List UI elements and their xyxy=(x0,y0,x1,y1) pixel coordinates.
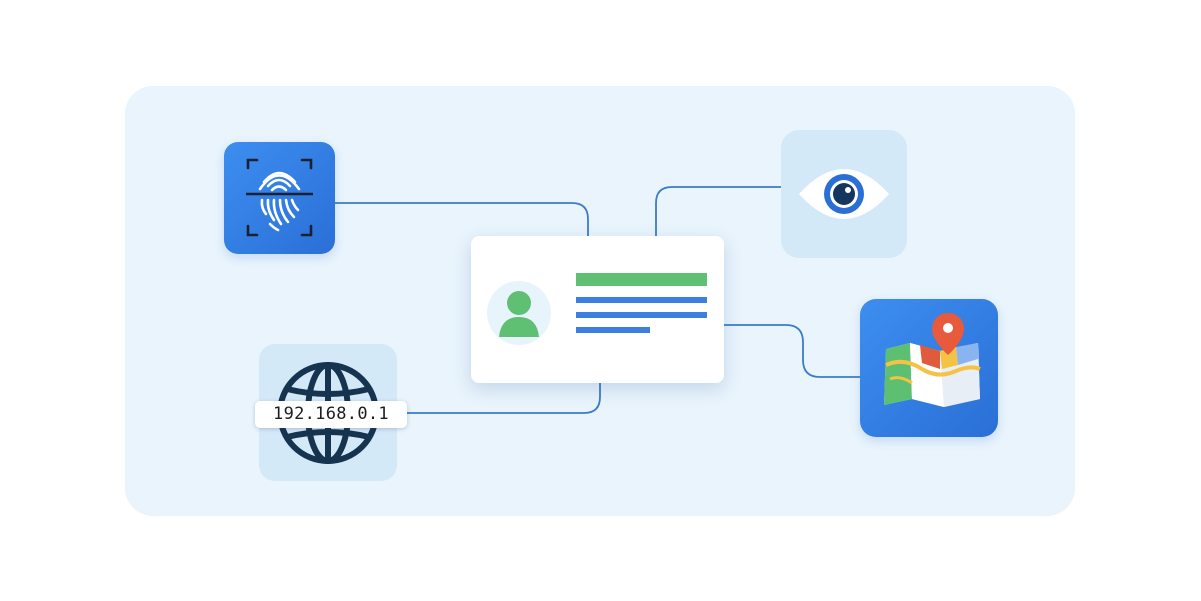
connector-card-to-map xyxy=(723,324,861,378)
user-avatar-icon xyxy=(499,291,539,337)
connector-fingerprint-to-card xyxy=(334,202,589,237)
map-icon xyxy=(884,313,981,407)
connector-globe-to-card xyxy=(396,382,601,414)
profile-name-line xyxy=(576,273,707,286)
profile-detail-line-1 xyxy=(576,297,707,303)
profile-detail-line-3 xyxy=(576,327,650,333)
map-tile xyxy=(860,299,998,437)
profile-detail-line-2 xyxy=(576,312,707,318)
fingerprint-tile xyxy=(224,142,335,254)
eye-icon xyxy=(799,169,889,219)
connector-card-to-eye xyxy=(655,186,782,237)
ip-address-label: 192.168.0.1 xyxy=(255,401,407,428)
eye-tile xyxy=(781,130,907,258)
map-pin-icon xyxy=(932,313,964,355)
fingerprint-scan-icon xyxy=(246,158,313,237)
user-profile-card xyxy=(471,236,724,383)
avatar xyxy=(487,281,551,345)
